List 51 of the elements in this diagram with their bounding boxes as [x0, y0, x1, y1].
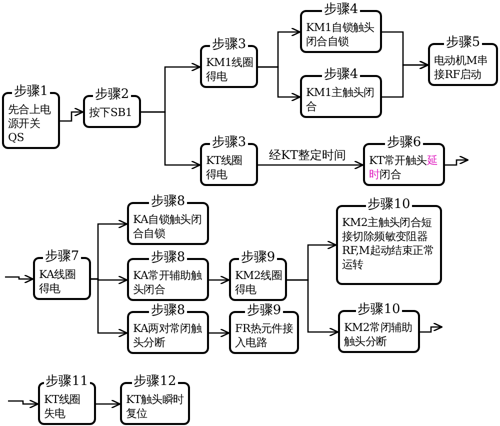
- arrow: [209, 328, 230, 338]
- step-text: KA常开辅助触头闭合: [133, 269, 203, 297]
- step-text: KM1线圈得电: [206, 56, 253, 84]
- step-text: FR热元件接入电路: [235, 322, 294, 350]
- step-text: KM2线圈得电: [235, 269, 282, 297]
- step-label: 步骤7: [42, 249, 82, 264]
- step-text: KM1自锁触头闭合自锁: [306, 21, 376, 49]
- arrow: [60, 107, 84, 122]
- step-text: KA线圈得电: [39, 268, 77, 296]
- step-text: 电动机M串接RF启动: [434, 54, 489, 82]
- arrow: [5, 274, 34, 284]
- arrow: [141, 111, 201, 170]
- step-label: 步骤4: [322, 2, 360, 17]
- step-text: 先合上电源开关QS: [8, 103, 52, 145]
- arrow: [382, 60, 429, 98]
- step-label: 步骤5: [444, 35, 482, 50]
- arrow: [420, 322, 443, 333]
- arrow: [209, 275, 230, 285]
- step-label: 步骤3: [210, 135, 248, 150]
- step-label: 步骤10: [356, 302, 402, 317]
- step-label: 步骤9: [244, 303, 284, 318]
- step-text: KA两对常闭触头分断: [133, 322, 203, 350]
- step-text: KA自锁触头闭合自锁: [133, 213, 203, 241]
- arrow: [8, 399, 39, 409]
- step-text: 按下SB1: [89, 106, 134, 120]
- step-label: 步骤11: [44, 374, 90, 389]
- step-text: KT线圈失电: [44, 393, 82, 421]
- step-label: 步骤3: [210, 37, 248, 52]
- step-label: 步骤12: [132, 374, 178, 389]
- step-text: KT常开触头延时闭合: [369, 154, 438, 182]
- step-text: KM2常闭辅助触头分断: [344, 321, 414, 349]
- edge-label: 经KT整定时间: [268, 148, 347, 162]
- step-label: 步骤1: [12, 84, 50, 99]
- step-label: 步骤6: [384, 135, 424, 150]
- step-label: 步骤10: [366, 197, 412, 212]
- step-text: KT触头瞬时复位: [126, 393, 185, 421]
- step-label: 步骤8: [148, 250, 188, 265]
- arrow: [287, 279, 339, 337]
- arrow: [258, 160, 364, 170]
- arrow: [258, 66, 301, 102]
- step-label: 步骤9: [238, 250, 278, 265]
- arrow: [96, 399, 121, 409]
- arrow: [445, 155, 469, 166]
- step-label: 步骤8: [148, 303, 188, 318]
- step-label: 步骤2: [92, 87, 132, 102]
- step-text: KM1主触头闭合: [306, 86, 376, 114]
- step-label: 步骤4: [322, 67, 360, 82]
- arrow: [91, 278, 128, 338]
- step-text: KT线圈得电: [206, 154, 244, 182]
- step-text: KM2主触头闭合短接切除频敏变阻器RF,M起动结束正常运转: [342, 216, 435, 272]
- step-label: 步骤8: [148, 194, 188, 209]
